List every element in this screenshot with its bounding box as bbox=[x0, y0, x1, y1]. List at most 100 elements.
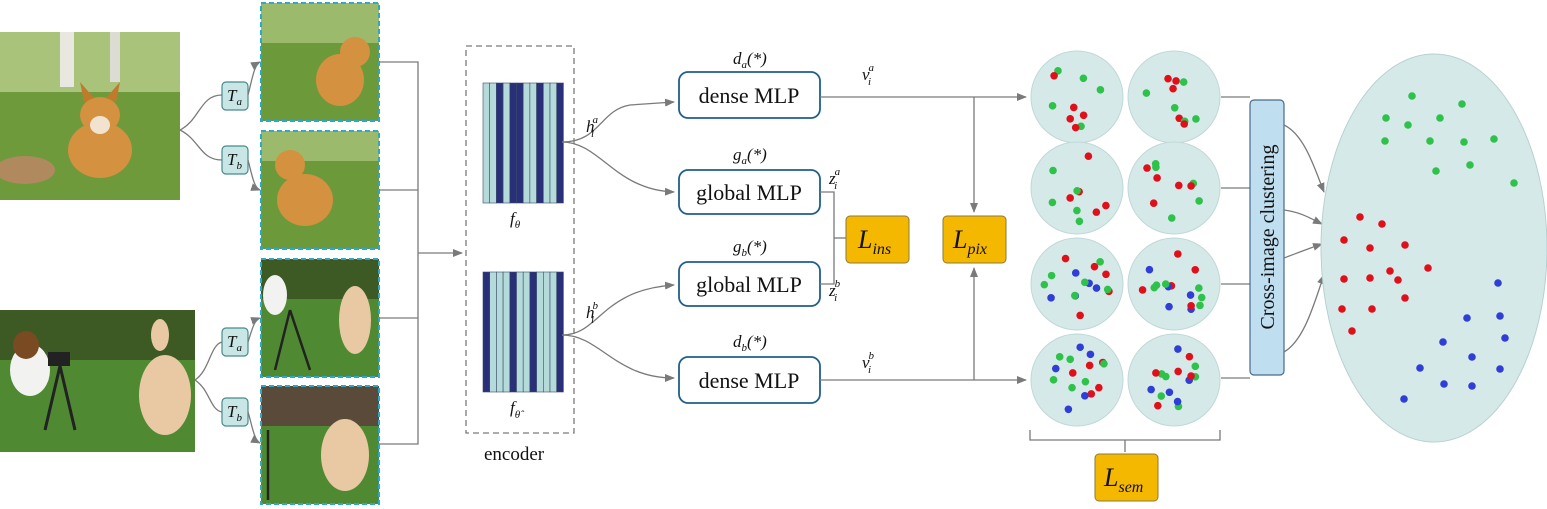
cluster-dot-red bbox=[1340, 236, 1348, 244]
feature-dot bbox=[1081, 377, 1090, 386]
feature-dot bbox=[1085, 361, 1094, 370]
svg-text:Tb: Tb bbox=[227, 402, 242, 424]
feature-dot bbox=[1174, 345, 1182, 353]
encoder-bar bbox=[496, 271, 504, 393]
transform-a-top: Ta bbox=[221, 81, 249, 111]
cluster-dot-blue bbox=[1501, 334, 1509, 342]
feature-dot bbox=[1192, 115, 1200, 123]
svg-text:Cross-image clustering: Cross-image clustering bbox=[1257, 145, 1279, 330]
feature-dot bbox=[1075, 217, 1084, 226]
feature-dot bbox=[1191, 362, 1200, 371]
cluster-dot-blue bbox=[1440, 380, 1448, 388]
encoder-bar bbox=[482, 271, 490, 393]
encoder-bar bbox=[522, 271, 531, 393]
cluster-dot-blue bbox=[1496, 365, 1504, 373]
feature-dot bbox=[1047, 271, 1056, 280]
encoder-bar bbox=[489, 82, 497, 204]
encoder-bar bbox=[536, 271, 544, 393]
feature-dot bbox=[1061, 254, 1070, 263]
feature-dot bbox=[1086, 350, 1095, 359]
transform-b-top: Tb bbox=[221, 145, 249, 175]
cluster-dot-blue bbox=[1416, 364, 1424, 372]
cluster-dot-red bbox=[1424, 264, 1432, 272]
encoder-bar bbox=[556, 271, 564, 393]
cluster-dot-red bbox=[1394, 276, 1402, 284]
feature-dot bbox=[1040, 280, 1049, 289]
feature-dot bbox=[1090, 262, 1099, 271]
feature-dot bbox=[1180, 120, 1189, 128]
feature-dot bbox=[1179, 78, 1188, 86]
encoder-bars-top bbox=[482, 82, 564, 204]
cluster-dot-red bbox=[1366, 244, 1374, 252]
feature-dot bbox=[1152, 163, 1160, 172]
feature-dot bbox=[1167, 214, 1176, 222]
feature-dot bbox=[1187, 372, 1195, 380]
feature-dot bbox=[1055, 353, 1064, 361]
svg-text:da(*): da(*) bbox=[733, 49, 767, 71]
cluster-dot-blue bbox=[1439, 338, 1447, 346]
feature-dot bbox=[1143, 164, 1151, 172]
encoder-bar bbox=[509, 271, 517, 393]
cluster-dot-red bbox=[1401, 294, 1409, 302]
cluster-dot-green bbox=[1458, 100, 1466, 108]
view-dog-cat-a bbox=[260, 258, 380, 378]
feature-dot bbox=[1047, 294, 1055, 302]
feature-dot bbox=[1092, 284, 1101, 292]
cluster-dot-red bbox=[1401, 241, 1409, 249]
feature-dot bbox=[1071, 291, 1079, 300]
cluster-dot-green bbox=[1510, 179, 1518, 187]
transform-b-bottom: Tb bbox=[221, 397, 249, 427]
svg-text:Lpix: Lpix bbox=[952, 225, 987, 258]
cluster-dot-green bbox=[1381, 137, 1389, 145]
dense-mlp-b: db(*) dense MLP bbox=[678, 332, 821, 404]
feature-dot bbox=[1096, 86, 1105, 94]
encoder-bar bbox=[542, 271, 551, 393]
encoder-bar bbox=[516, 82, 524, 204]
svg-text:global MLP: global MLP bbox=[696, 272, 802, 297]
cluster-dot-green bbox=[1426, 137, 1434, 145]
svg-text:dense MLP: dense MLP bbox=[699, 368, 800, 393]
feature-dot bbox=[1152, 369, 1160, 377]
cluster-dot-red bbox=[1340, 275, 1348, 283]
encoder-bar bbox=[549, 82, 557, 204]
feature-dot bbox=[1164, 74, 1172, 83]
feature-dot bbox=[1066, 355, 1075, 364]
cluster-dot-red bbox=[1356, 213, 1364, 221]
feature-dot bbox=[1196, 301, 1204, 310]
cluster-dot-green bbox=[1490, 135, 1498, 143]
svg-text:ga(*): ga(*) bbox=[733, 145, 767, 167]
cluster-dot-green bbox=[1460, 138, 1468, 146]
feature-dot bbox=[1081, 392, 1089, 400]
feature-dot bbox=[1071, 123, 1080, 132]
f-theta-label: fθ bbox=[510, 209, 521, 231]
cluster-dot-red bbox=[1368, 305, 1376, 313]
feature-dot bbox=[1172, 77, 1180, 85]
view-dog-a bbox=[260, 2, 380, 122]
feature-dot bbox=[1154, 401, 1162, 410]
view-dog-b bbox=[260, 130, 380, 250]
encoder-bar bbox=[502, 271, 511, 393]
encoder: fθ fθ̂ bbox=[465, 45, 575, 434]
cluster-dot-blue bbox=[1468, 382, 1476, 390]
feature-dot bbox=[1197, 293, 1206, 302]
cluster-dot-green bbox=[1432, 167, 1440, 175]
feature-dot bbox=[1103, 285, 1112, 294]
feature-dot bbox=[1170, 103, 1179, 112]
cluster-dot-green bbox=[1466, 161, 1474, 169]
input-image-dog bbox=[0, 32, 180, 200]
feature-circles bbox=[1030, 50, 1221, 427]
feature-dot bbox=[1048, 198, 1057, 207]
encoder-bar bbox=[556, 82, 564, 204]
feature-dot bbox=[1096, 258, 1104, 266]
feature-dot bbox=[1142, 89, 1151, 97]
loss-ins: Lins bbox=[845, 215, 910, 264]
feature-dot bbox=[1195, 284, 1203, 292]
feature-dot bbox=[1049, 376, 1058, 384]
feature-dot bbox=[1095, 383, 1103, 392]
svg-text:db(*): db(*) bbox=[733, 332, 767, 354]
feature-dot bbox=[1081, 278, 1089, 287]
